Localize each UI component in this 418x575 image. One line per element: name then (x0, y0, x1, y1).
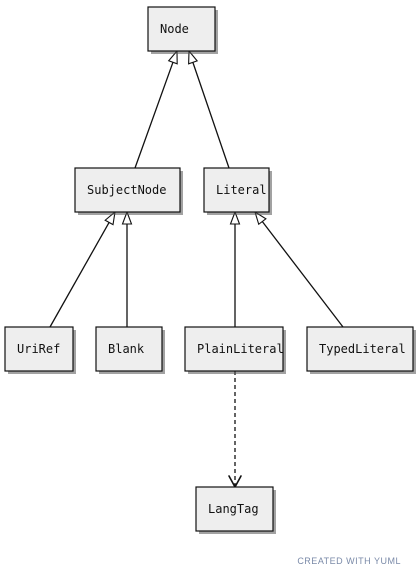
inheritance-arrowhead (254, 210, 267, 226)
inheritance-arrowhead (188, 49, 199, 65)
created-with-yuml-credit: CREATED WITH YUML (297, 556, 401, 566)
inheritance-arrowhead (104, 210, 116, 226)
inheritance-arrowhead (167, 49, 178, 65)
class-label-node: Node (160, 22, 189, 36)
class-box-uriref[interactable]: UriRef (4, 326, 76, 374)
class-label-literal: Literal (216, 183, 267, 197)
edge-typedliteral-to-literal (254, 210, 344, 328)
class-label-langtag: LangTag (208, 502, 259, 516)
class-box-subjectnode[interactable]: SubjectNode (74, 167, 183, 215)
class-label-plainliteral: PlainLiteral (197, 342, 284, 356)
class-box-typedliteral[interactable]: TypedLiteral (306, 326, 416, 374)
edge-line (192, 62, 230, 169)
class-box-frame (184, 326, 284, 372)
class-box-frame (74, 167, 181, 213)
edges-layer (49, 49, 344, 488)
edge-plainliteral-to-literal (229, 210, 241, 327)
class-label-blank: Blank (108, 342, 145, 356)
class-box-frame (147, 6, 216, 52)
edge-subjectnode-to-node (134, 49, 178, 169)
class-box-frame (203, 167, 270, 213)
inheritance-arrowhead (229, 210, 241, 225)
class-box-frame (195, 486, 274, 532)
edge-line (134, 62, 174, 169)
class-box-blank[interactable]: Blank (95, 326, 165, 374)
inheritance-arrowhead (121, 210, 133, 225)
class-box-frame (306, 326, 414, 372)
class-box-literal[interactable]: Literal (203, 167, 272, 215)
class-box-frame (95, 326, 163, 372)
edge-line (49, 222, 110, 328)
class-box-node[interactable]: Node (147, 6, 218, 54)
class-box-frame (4, 326, 74, 372)
edge-line (261, 221, 344, 328)
edge-literal-to-node (188, 49, 230, 169)
edge-blank-to-subjectnode (121, 210, 133, 327)
edge-plainliteral-to-langtag (228, 371, 242, 488)
class-label-uriref: UriRef (17, 342, 60, 356)
class-label-subjectnode: SubjectNode (87, 183, 166, 197)
class-label-typedliteral: TypedLiteral (319, 342, 406, 356)
class-box-langtag[interactable]: LangTag (195, 486, 276, 534)
class-box-plainliteral[interactable]: PlainLiteral (184, 326, 286, 374)
edge-uriref-to-subjectnode (49, 210, 116, 328)
